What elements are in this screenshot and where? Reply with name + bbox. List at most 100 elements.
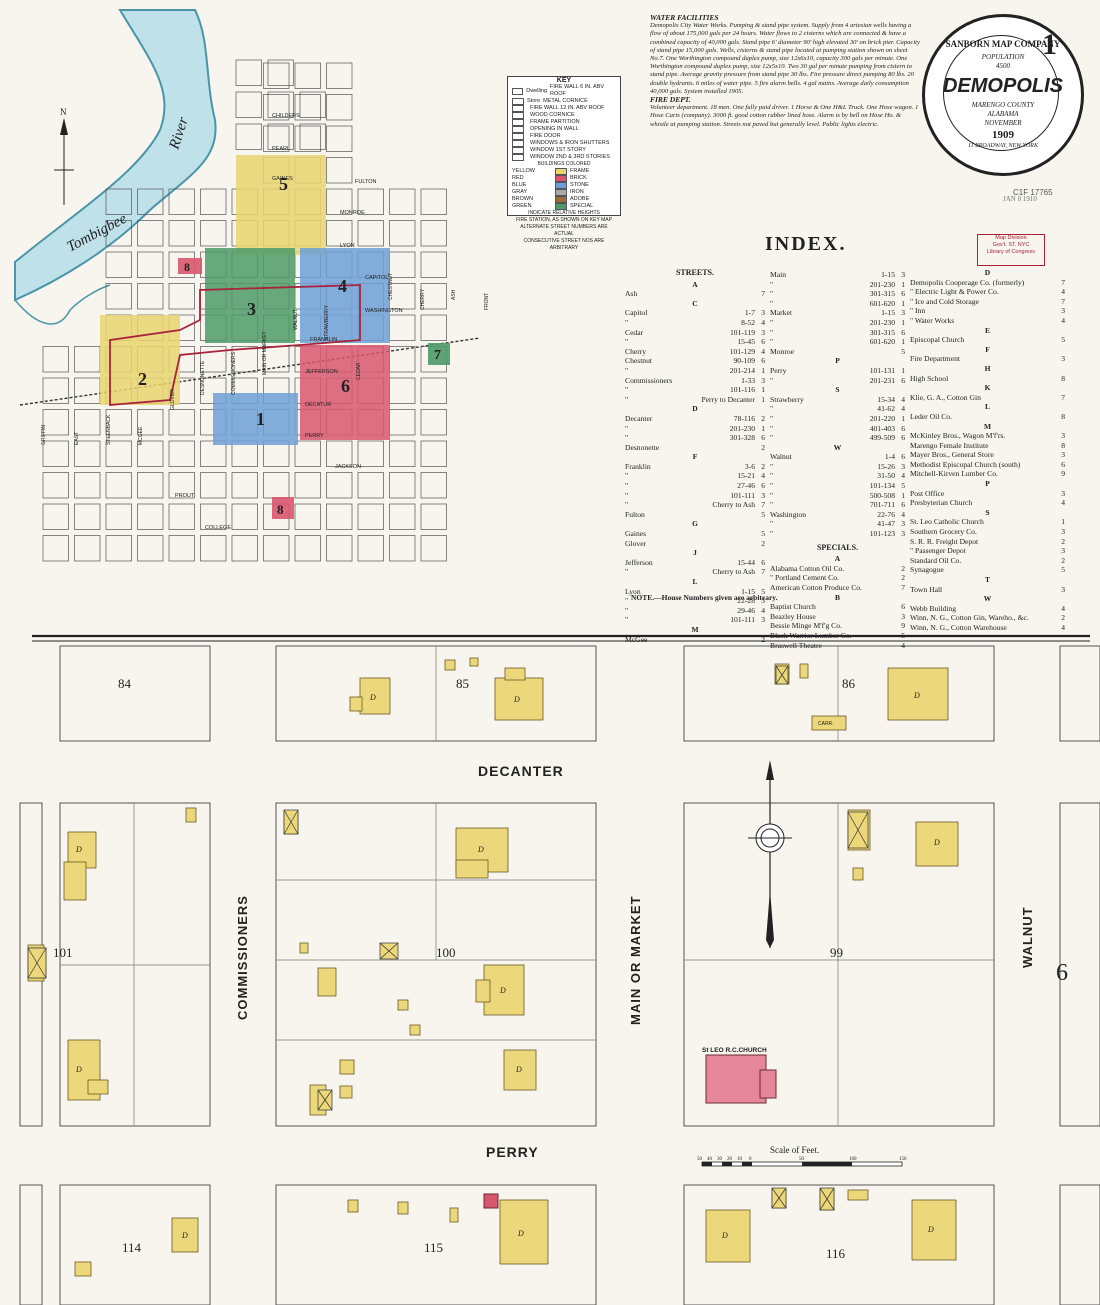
sheet-label-7[interactable]: 7 xyxy=(434,348,441,363)
sheet-label-8a[interactable]: 8 xyxy=(184,260,190,274)
index-entry[interactable]: Demopolis Cooperage Co. (formerly)7 xyxy=(910,278,1065,288)
sheet-label-2[interactable]: 2 xyxy=(138,369,147,389)
index-entry[interactable]: Methodist Episcopal Church (south)6 xyxy=(910,460,1065,470)
index-entry[interactable]: " Portland Cement Co.2 xyxy=(770,573,905,583)
index-entry[interactable]: American Cotton Produce Co.7 xyxy=(770,583,905,593)
sheet-label-5[interactable]: 5 xyxy=(279,174,288,194)
index-entry[interactable]: Standard Oil Co.2 xyxy=(910,556,1065,566)
index-entry[interactable]: Bessie Minge M'f'g Co.9 xyxy=(770,621,905,631)
index-entry[interactable]: McKinley Bros., Wagon M'f'rs.3 xyxy=(910,431,1065,441)
sheet-label-3[interactable]: 3 xyxy=(247,299,256,319)
adjacent-sheet-ref[interactable]: 6 xyxy=(1056,960,1068,986)
index-entry[interactable]: Southern Grocery Co.3 xyxy=(910,527,1065,537)
sheet-label-1[interactable]: 1 xyxy=(256,409,265,429)
sheet-label-4[interactable]: 4 xyxy=(338,276,347,296)
index-entry[interactable]: Black Warrior Lumber Co.5 xyxy=(770,631,905,641)
sheet-label-6[interactable]: 6 xyxy=(341,376,350,396)
index-entry[interactable]: " Electric Light & Power Co.4 xyxy=(910,287,1065,297)
index-entry[interactable]: Alabama Cotton Oil Co.2 xyxy=(770,564,905,574)
sheet-label-8b[interactable]: 8 xyxy=(277,502,284,517)
index-entry[interactable]: Mitchell-Kirven Lumber Co.9 xyxy=(910,469,1065,479)
index-entry[interactable]: Leder Oil Co.8 xyxy=(910,412,1065,422)
index-entry[interactable]: Winn, N. G., Cotton Gin, Wareho., &c.2 xyxy=(910,613,1065,623)
